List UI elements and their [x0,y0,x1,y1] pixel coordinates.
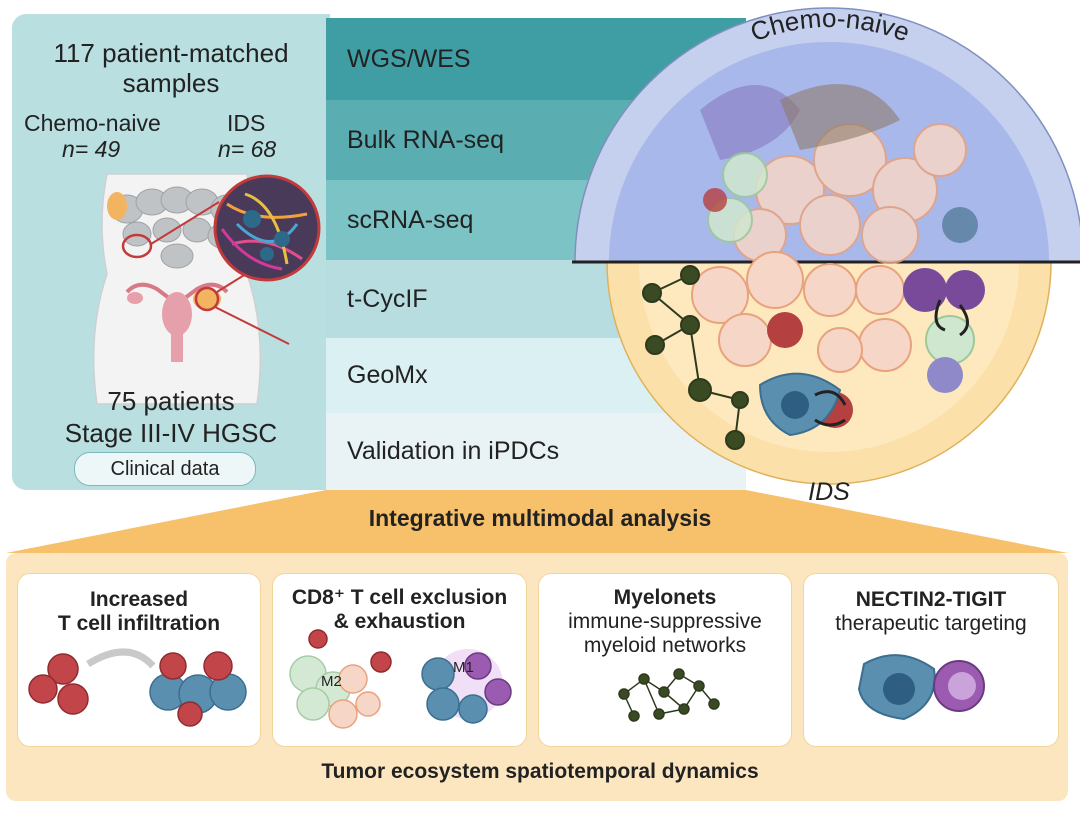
modality-label: Bulk RNA-seq [347,125,504,154]
female-anatomy-illustration [92,173,321,405]
card-title-line1: CD8⁺ T cell exclusion [291,586,508,609]
clinical-data-pill: Clinical data [74,452,256,486]
modality-label: Validation in iPDCs [347,437,560,465]
group-ids-n: n= 68 [218,136,277,162]
nectin2-tigit-illustration [857,654,985,721]
myeloid-network-illustration [618,668,720,722]
samples-line1: 117 patient-matched [53,38,289,68]
card-title-line1: NECTIN2-TIGIT [855,588,1007,611]
group-chemo-naive-label: Chemo-naive [24,110,161,136]
patients-stage: Stage III-IV HGSC [64,418,278,448]
cohort-panel: 117 patient-matched samples Chemo-naive … [12,14,330,490]
cd8-exclusion-illustration: M2 M1 [289,629,512,729]
card-title-line1: Increased [89,588,189,611]
tumor-microenvironment-circle: Chemo-naive IDS [572,3,1080,506]
group-ids-label: IDS [227,110,266,136]
integrative-analysis-label: Integrative multimodal analysis [368,505,712,531]
finding-card-myelonets: Myelonets immune-suppressive myeloid net… [539,574,791,746]
group-chemo-naive-n: n= 49 [62,136,121,162]
finding-card-t-cell-infiltration: Increased T cell infiltration [18,574,260,746]
chemo-naive-cells [700,84,978,264]
modality-label: WGS/WES [347,44,471,73]
card-title-line3: myeloid networks [583,634,747,657]
finding-card-nectin2-tigit: NECTIN2-TIGIT therapeutic targeting [804,574,1058,746]
patients-count: 75 patients [107,386,235,416]
modality-label: GeoMx [347,361,428,389]
m2-label: M2 [321,673,342,690]
card-title-line1: Myelonets [613,586,717,609]
card-title-line2: therapeutic targeting [835,612,1027,635]
card-title-line2: T cell infiltration [57,612,221,635]
samples-line2: samples [122,68,220,98]
ecosystem-dynamics-label: Tumor ecosystem spatiotemporal dynamics [321,760,759,783]
ids-cells [642,251,985,450]
m1-label: M1 [453,659,474,676]
circle-bottom-label: IDS [808,478,850,506]
card-title-line2: & exhaustion [333,610,466,633]
t-cell-infiltration-illustration [28,648,247,727]
finding-card-cd8-exclusion: CD8⁺ T cell exclusion & exhaustion M2 M1 [273,574,526,746]
card-title-line2: immune-suppressive [568,610,762,633]
modality-label: t-CycIF [347,284,428,313]
modality-validation-ipdcs: Validation in iPDCs [326,413,746,490]
integration-funnel [6,490,1068,553]
modality-label: scRNA-seq [347,205,474,234]
